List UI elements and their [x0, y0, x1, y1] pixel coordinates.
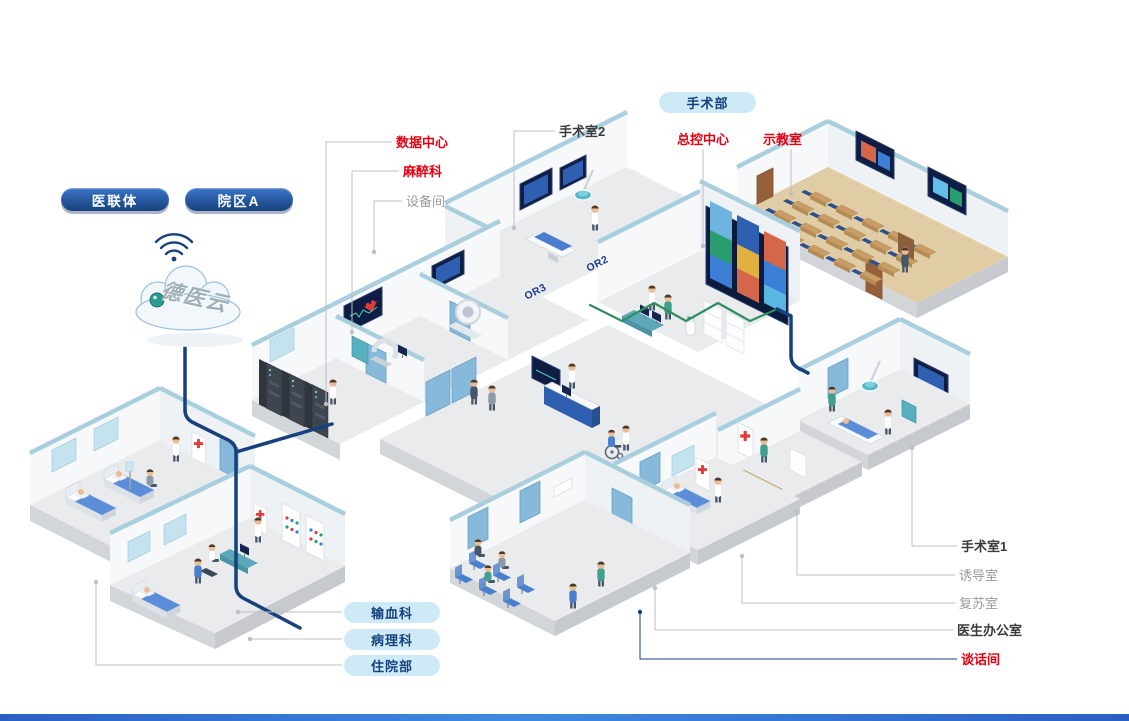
classroom-wall-screens [855, 130, 967, 216]
classroom-door [756, 167, 774, 205]
badge-campus-a[interactable]: 院区A [185, 188, 293, 211]
c-arm-machine [370, 338, 408, 367]
callout-operating-room-2: 手术室2 [559, 124, 606, 139]
callout-master-control: 总控中心 [677, 132, 730, 147]
network-cable-green [588, 301, 779, 323]
badge-medical-alliance[interactable]: 医联体 [61, 188, 169, 211]
ward-desk [220, 543, 258, 574]
double-door [425, 356, 477, 417]
iv-stand [125, 461, 134, 490]
callout-data-center: 数据中心 [396, 135, 449, 150]
cloud [135, 265, 243, 347]
cloud-node-icon [149, 292, 165, 308]
leader-lines [93, 130, 957, 666]
chip-pathology[interactable]: 病理科 [344, 629, 440, 650]
waiting-area [448, 449, 692, 636]
callout-anesthesiology: 麻醉科 [403, 164, 443, 179]
reception-desk [543, 381, 601, 428]
or1-room [796, 316, 972, 470]
wall-ac-unit [553, 477, 573, 498]
operating-bed [525, 231, 577, 263]
wheelchair-patient [604, 429, 624, 460]
equipment-cart [901, 399, 917, 424]
callout-doctor-office: 医生办公室 [957, 623, 1023, 638]
scanner-machine [448, 299, 482, 339]
operating-table [827, 415, 885, 445]
chip-inpatient[interactable]: 住院部 [344, 655, 440, 676]
supply-cabinet [789, 447, 807, 479]
lobby [380, 325, 802, 551]
ward-building-lower [109, 463, 347, 649]
department-badge[interactable]: 手术部 [659, 92, 756, 113]
control-center [596, 178, 802, 355]
callout-talk-room: 谈话间 [961, 652, 1001, 667]
callout-induction-room: 诱导室 [959, 568, 999, 583]
or2-room [443, 109, 714, 302]
chip-blood-transfusion[interactable]: 输血科 [344, 602, 440, 623]
callout-equipment-room: 设备间 [406, 194, 446, 209]
medicine-cabinets [281, 502, 325, 562]
anesthesia-cart [351, 335, 369, 365]
equipment-screen [431, 249, 465, 291]
network-cable-navy [183, 307, 810, 630]
callout-operating-room-1: 手术室1 [961, 539, 1008, 554]
callout-demo-classroom: 示教室 [763, 132, 803, 147]
classroom-block [735, 118, 1010, 318]
footer-bar [0, 714, 1129, 721]
wifi-icon [154, 233, 194, 262]
left-wing [250, 218, 588, 460]
video-wall [705, 201, 789, 326]
or2-wall-monitors [519, 154, 587, 211]
chair [200, 568, 218, 577]
callout-recovery-room: 复苏室 [959, 596, 999, 611]
server-room-window [269, 327, 295, 363]
